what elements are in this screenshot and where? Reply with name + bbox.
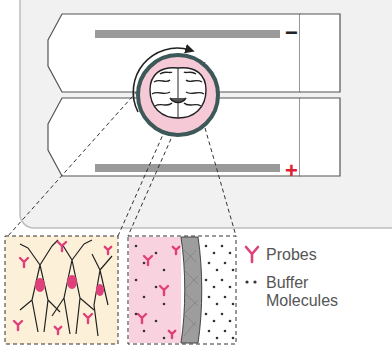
lane-end [300, 98, 340, 176]
buffer-dot [229, 286, 232, 289]
probe [84, 314, 92, 323]
rotation-arrow [133, 48, 190, 112]
legend-label: Buffer Molecules [266, 274, 346, 310]
inset-membrane [128, 236, 236, 344]
membrane-texture [184, 250, 198, 336]
buffer-sample [245, 280, 256, 283]
buffer-dot [208, 330, 211, 333]
buffer-dot [143, 330, 146, 333]
probe [105, 247, 111, 254]
buffer-dot [155, 286, 158, 289]
probe-sample [246, 247, 258, 262]
buffer-molecules [135, 245, 235, 340]
buffer-dot [135, 245, 138, 248]
buffer-dot [143, 296, 146, 299]
zoom-lines [8, 60, 236, 236]
buffer-dot [224, 262, 227, 265]
buffer-dot [232, 303, 235, 306]
buffer-dot [155, 252, 158, 255]
buffer-dot [135, 313, 138, 316]
polarity-sign: + [285, 160, 298, 182]
neurons [20, 240, 112, 336]
probe [58, 242, 66, 251]
probe [14, 321, 22, 330]
probe [173, 247, 179, 254]
probes [14, 242, 111, 334]
buffer-dot [229, 252, 232, 255]
buffer-dot [208, 296, 211, 299]
probe [20, 258, 28, 267]
polarity-sign: − [285, 22, 298, 44]
tissue-section [138, 55, 218, 135]
buffer-dot [213, 286, 216, 289]
probe [169, 331, 175, 338]
probe [144, 256, 152, 265]
buffer-dot [232, 337, 235, 340]
buffer-dot [216, 337, 219, 340]
membrane [181, 237, 202, 343]
buffer-dot [224, 330, 227, 333]
buffer-dot [135, 279, 138, 282]
buffer-dot [221, 279, 224, 282]
brain-slice [150, 68, 206, 118]
legend-label: Probes [266, 246, 346, 264]
buffer-dot [163, 303, 166, 306]
buffer-dot [205, 245, 208, 248]
probes [138, 247, 179, 338]
buffer-dot [163, 269, 166, 272]
chamber [20, 0, 392, 228]
buffer-dot [163, 337, 166, 340]
probe [55, 327, 61, 334]
buffer-dot [221, 313, 224, 316]
buffer-dot [216, 269, 219, 272]
buffer-dot [232, 269, 235, 272]
buffer-dot [205, 313, 208, 316]
electrode [95, 164, 280, 172]
buffer-dot [143, 262, 146, 265]
inset-tissue [5, 236, 118, 344]
buffer-dot [208, 262, 211, 265]
buffer-dot [216, 303, 219, 306]
buffer-dot [205, 279, 208, 282]
lane-end [300, 14, 340, 92]
buffer-dot [229, 320, 232, 323]
buffer-dot [213, 320, 216, 323]
buffer-dot [221, 245, 224, 248]
buffer-dot [224, 296, 227, 299]
buffer-dot [213, 252, 216, 255]
probe [160, 286, 168, 295]
electrode [95, 30, 280, 38]
probe [138, 314, 146, 323]
buffer-dot [155, 320, 158, 323]
bound-probes [35, 275, 104, 296]
tissue-region [129, 237, 181, 343]
